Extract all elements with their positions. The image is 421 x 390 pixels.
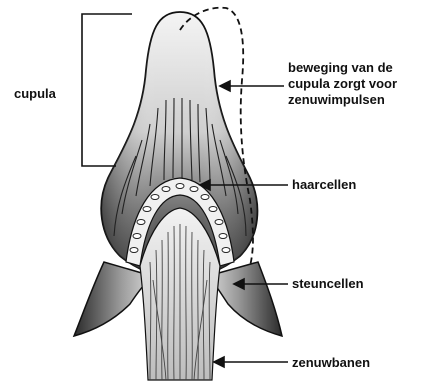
label-hair-cells: haarcellen — [292, 177, 356, 193]
label-support-cells: steuncellen — [292, 276, 364, 292]
label-cupula-movement-line-1: beweging van de — [288, 60, 397, 76]
label-nerve-fibers: zenuwbanen — [292, 355, 370, 371]
label-cupula: cupula — [14, 86, 56, 102]
cupula-bracket — [82, 14, 132, 166]
label-cupula-movement: beweging van de cupula zorgt voor zenuwi… — [288, 60, 397, 108]
label-cupula-movement-line-2: cupula zorgt voor — [288, 76, 397, 92]
label-cupula-movement-line-3: zenuwimpulsen — [288, 92, 397, 108]
